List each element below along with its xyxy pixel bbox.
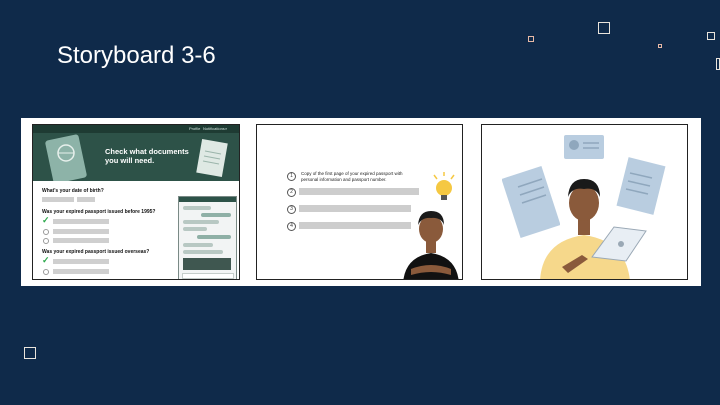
document-icon: [616, 157, 666, 215]
decorative-square: [707, 32, 715, 40]
passport-icon: [45, 134, 87, 181]
chat-input[interactable]: [182, 273, 234, 279]
question-date-of-birth: What's your date of birth?: [42, 188, 104, 194]
date-input[interactable]: [77, 197, 95, 202]
radio-option[interactable]: [43, 238, 49, 244]
chat-header: [179, 197, 236, 202]
chat-bubble: [183, 206, 211, 210]
lightbulb-icon: [433, 172, 455, 200]
slide-title: Storyboard 3-6: [57, 42, 216, 69]
list-item-placeholder: [299, 188, 419, 195]
chat-bubble: [183, 250, 223, 254]
list-number: 4: [287, 222, 296, 231]
storyboard-panel-checklist: 1 Copy of the first page of your expired…: [256, 124, 463, 280]
list-number: 3: [287, 205, 296, 214]
chat-bubble: [201, 213, 231, 217]
radio-option[interactable]: [43, 269, 49, 275]
chat-bubble: [183, 227, 207, 231]
question-issued-before-1995: Was your expired passport issued before …: [42, 209, 156, 215]
person-illustration: [403, 211, 459, 279]
decorative-square: [598, 22, 610, 34]
list-item-placeholder: [299, 205, 411, 212]
chat-image: [183, 258, 231, 270]
top-nav-bar: Profile Notifications ⌕: [33, 125, 239, 133]
hero-banner: Check what documents you will need.: [33, 133, 239, 181]
option-label: [53, 259, 109, 264]
storyboard-panel-form: Profile Notifications ⌕ Check what docum…: [32, 124, 240, 280]
decorative-square: [716, 58, 720, 70]
document-icon: [502, 166, 560, 238]
nav-item-profile: Profile: [189, 126, 201, 131]
document-icon: [196, 139, 228, 177]
chat-bubble: [183, 220, 219, 224]
decorative-square: [24, 347, 36, 359]
storyboard-panel-laptop: [481, 124, 688, 280]
nav-item-notifications: Notifications: [203, 126, 225, 131]
laptop-icon: [591, 226, 647, 262]
option-label: [53, 229, 109, 234]
list-item-placeholder: [299, 222, 411, 229]
option-label: [53, 219, 109, 224]
hero-heading: Check what documents you will need.: [105, 147, 189, 165]
checkmark-icon: ✓: [42, 255, 50, 265]
decorative-square: [528, 36, 534, 42]
checkmark-icon: ✓: [42, 215, 50, 225]
chat-bubble: [183, 243, 213, 247]
id-card-icon: [564, 135, 604, 159]
list-number: 2: [287, 188, 296, 197]
question-issued-overseas: Was your expired passport issued oversea…: [42, 249, 150, 255]
radio-option[interactable]: [43, 229, 49, 235]
search-icon: ⌕: [225, 126, 228, 131]
chat-bubble: [197, 235, 231, 239]
option-label: [53, 269, 109, 274]
chat-window: [178, 196, 237, 279]
option-label: [53, 238, 109, 243]
list-item-text: Copy of the first page of your expired p…: [301, 171, 403, 182]
date-input[interactable]: [42, 197, 74, 202]
list-number: 1: [287, 172, 296, 181]
decorative-square: [658, 44, 662, 48]
